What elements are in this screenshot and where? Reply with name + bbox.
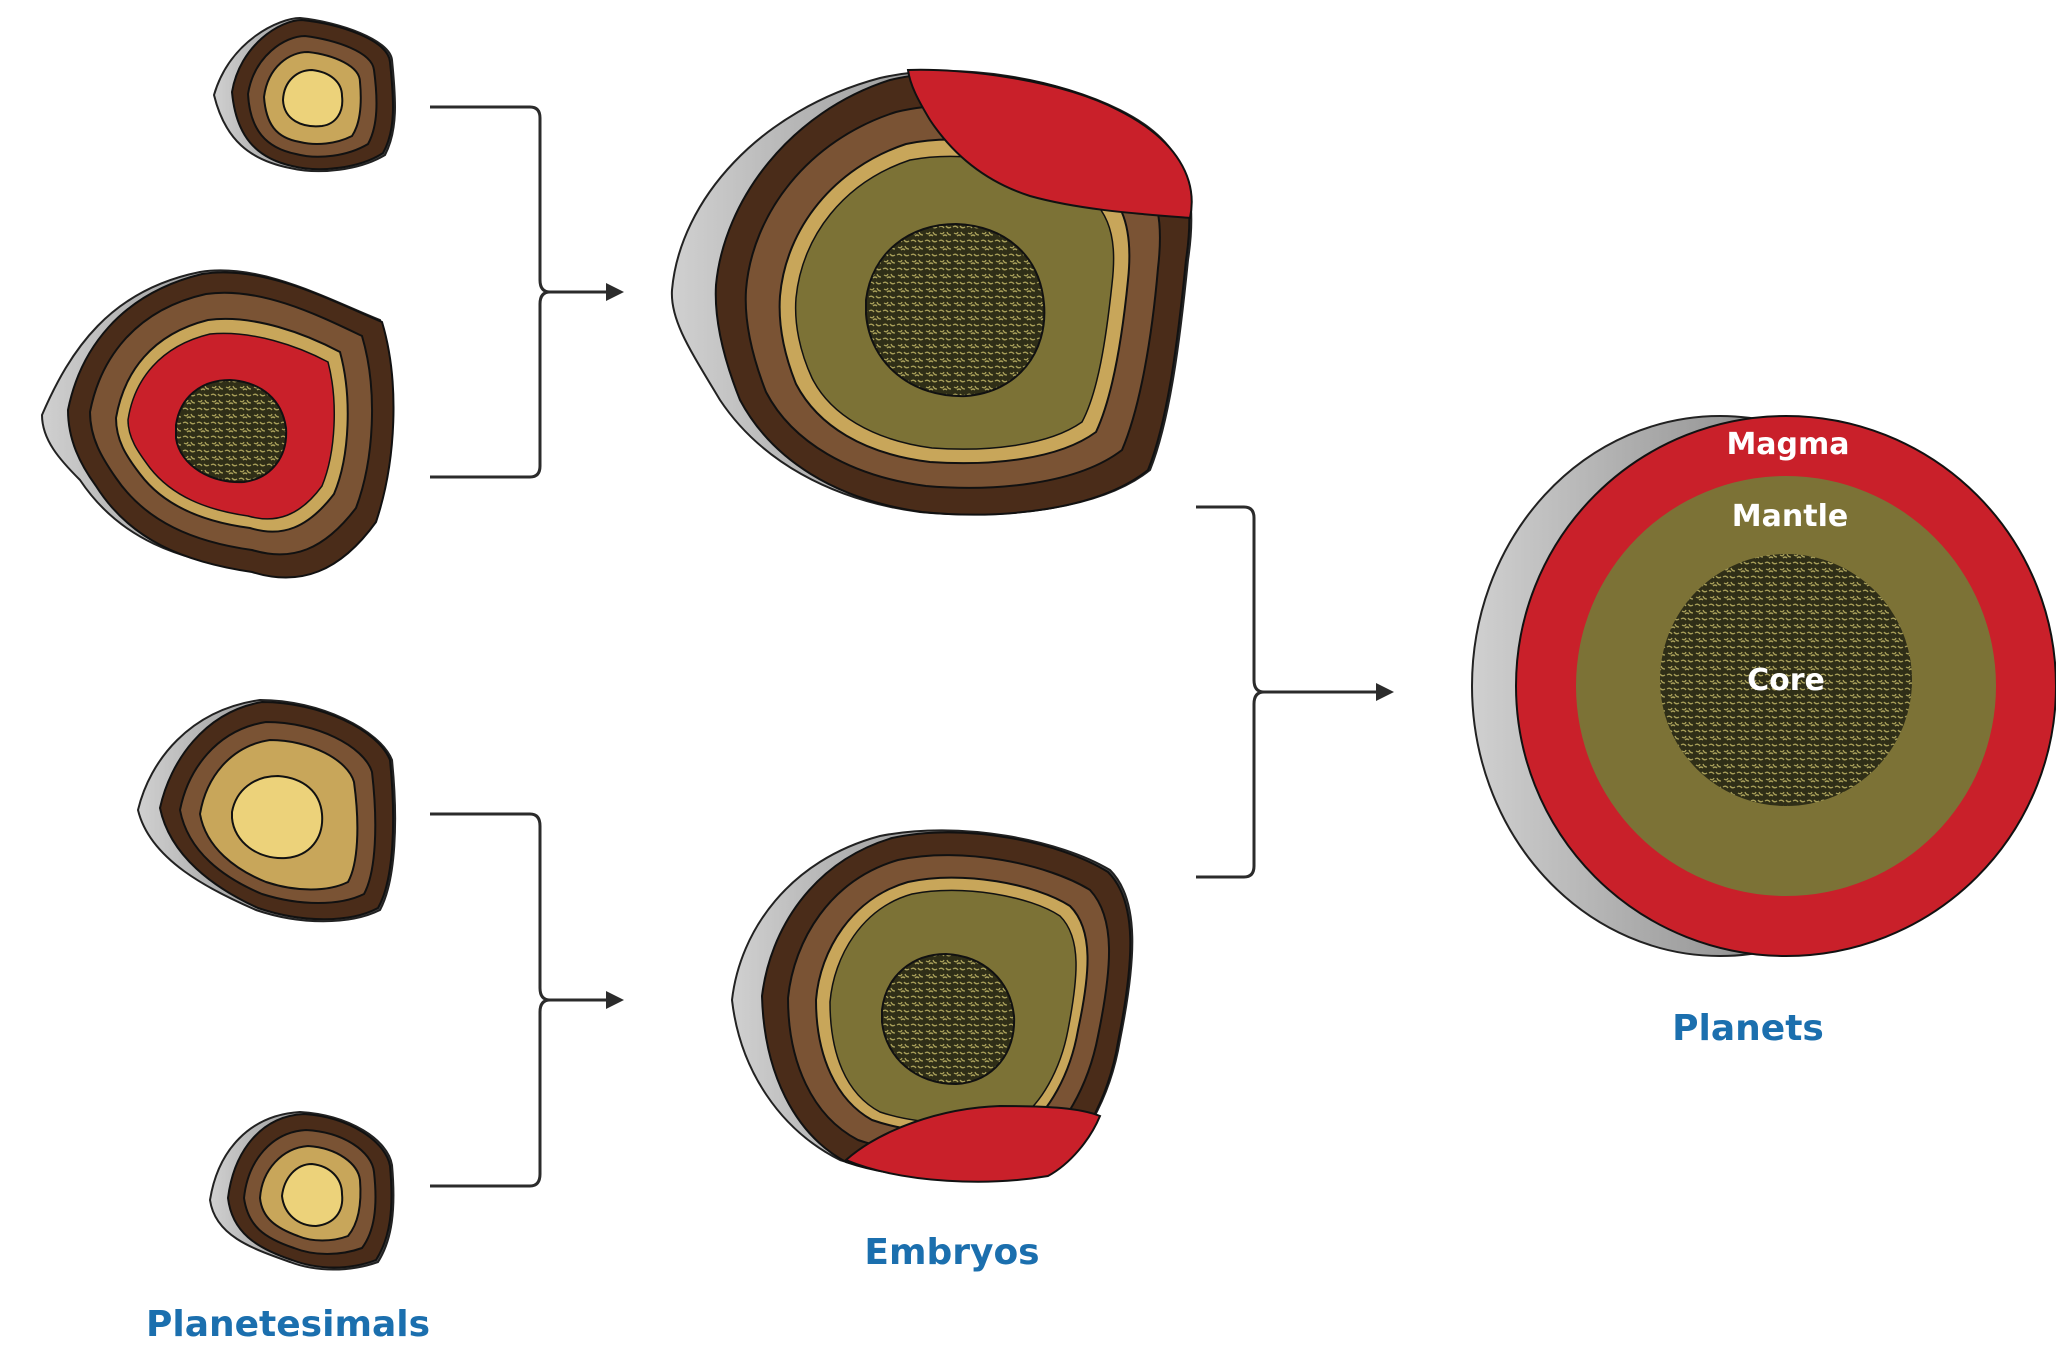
planets-label: Planets — [1672, 1008, 1824, 1049]
connector-bottom — [430, 814, 624, 1186]
magma-label: Magma — [1726, 427, 1849, 462]
planetesimal-3-core — [232, 776, 322, 858]
planetesimal-3 — [138, 700, 395, 921]
connector-bottom-bracket — [430, 814, 550, 1186]
embryo-2 — [732, 830, 1132, 1181]
planetesimals-label: Planetesimals — [146, 1304, 430, 1345]
connector-top-bracket — [430, 107, 550, 477]
embryo-1 — [672, 70, 1192, 515]
planetesimal-1-core — [283, 70, 342, 126]
planetesimal-4 — [210, 1112, 393, 1270]
mantle-label: Mantle — [1732, 499, 1848, 534]
embryos-label: Embryos — [864, 1232, 1039, 1273]
embryo-1-iron-core — [866, 224, 1044, 396]
planet: Magma Mantle Core — [1472, 416, 2056, 956]
connector-embryos — [1196, 507, 1394, 877]
planetesimal-4-core — [282, 1164, 342, 1226]
connector-bottom-arrowhead — [606, 991, 624, 1009]
connector-top-arrowhead — [606, 283, 624, 301]
planetesimal-2 — [42, 270, 393, 577]
connector-embryos-arrowhead — [1376, 683, 1394, 701]
connector-embryos-bracket — [1196, 507, 1264, 877]
planetesimal-2-iron-core — [176, 380, 286, 482]
core-label: Core — [1747, 663, 1825, 698]
connector-top — [430, 107, 624, 477]
planetesimal-1 — [214, 18, 395, 171]
embryo-2-iron-core — [882, 954, 1014, 1084]
